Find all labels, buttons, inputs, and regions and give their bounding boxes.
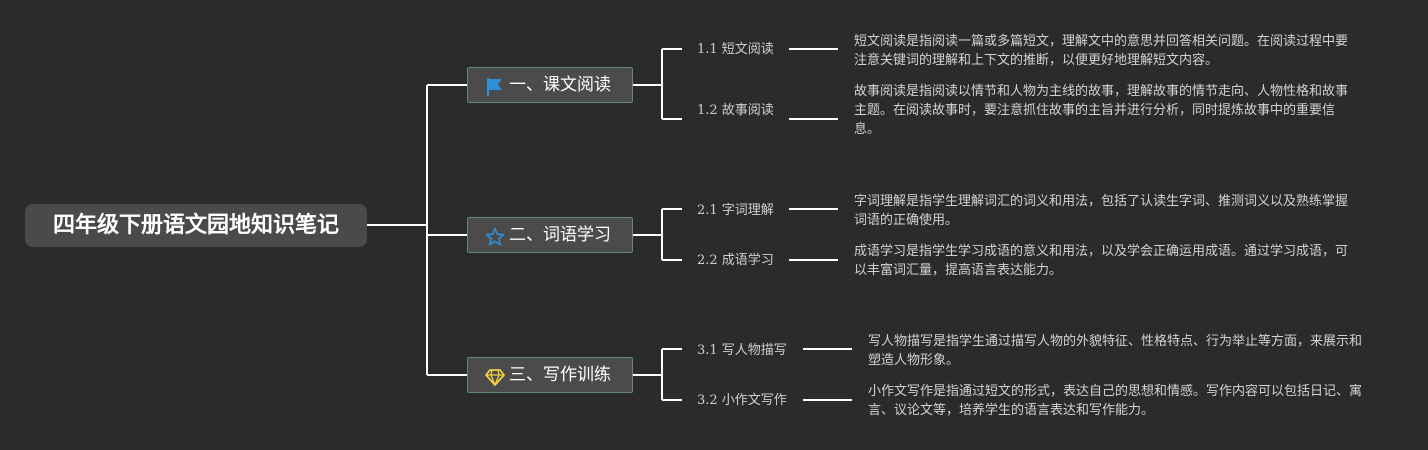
branch-node-writing[interactable]: 三、写作训练 (467, 357, 633, 393)
root-node[interactable]: 四年级下册语文园地知识笔记 (25, 204, 367, 247)
flag-icon (485, 75, 505, 96)
note-text: 短文阅读是指阅读一篇或多篇短文，理解文中的意思并回答相关问题。在阅读过程中要注意… (854, 34, 1349, 68)
sub-topic-short-reading[interactable]: 1.1 短文阅读 (697, 42, 774, 57)
note-text: 写人物描写是指学生通过描写人物的外貌特征、性格特点、行为举止等方面，来展示和塑造… (868, 334, 1363, 368)
sub-topic-word-understanding[interactable]: 2.1 字词理解 (697, 203, 774, 218)
note-text: 小作文写作是指通过短文的形式，表达自己的思想和情感。写作内容可以包括日记、寓言、… (868, 384, 1363, 418)
branch-node-reading[interactable]: 一、课文阅读 (467, 67, 633, 103)
note-text: 字词理解是指学生理解词汇的词义和用法，包括了认读生字词、推测词义以及熟练掌握词语… (854, 194, 1349, 228)
branch-label: 三、写作训练 (509, 365, 611, 385)
note-text: 成语学习是指学生学习成语的意义和用法，以及学会正确运用成语。通过学习成语，可以丰… (854, 244, 1349, 278)
note-text: 故事阅读是指阅读以情节和人物为主线的故事，理解故事的情节走向、人物性格和故事主题… (854, 84, 1349, 137)
branch-node-vocabulary[interactable]: 二、词语学习 (467, 217, 633, 253)
sub-topic-character-writing[interactable]: 3.1 写人物描写 (697, 343, 787, 358)
sub-topic-story-reading[interactable]: 1.2 故事阅读 (697, 103, 774, 118)
sub-topic-short-essay[interactable]: 3.2 小作文写作 (697, 393, 787, 408)
diamond-icon (485, 365, 505, 386)
star-icon (485, 225, 505, 246)
branch-label: 二、词语学习 (509, 225, 611, 245)
sub-topic-idiom-learning[interactable]: 2.2 成语学习 (697, 253, 774, 268)
branch-label: 一、课文阅读 (509, 75, 611, 95)
